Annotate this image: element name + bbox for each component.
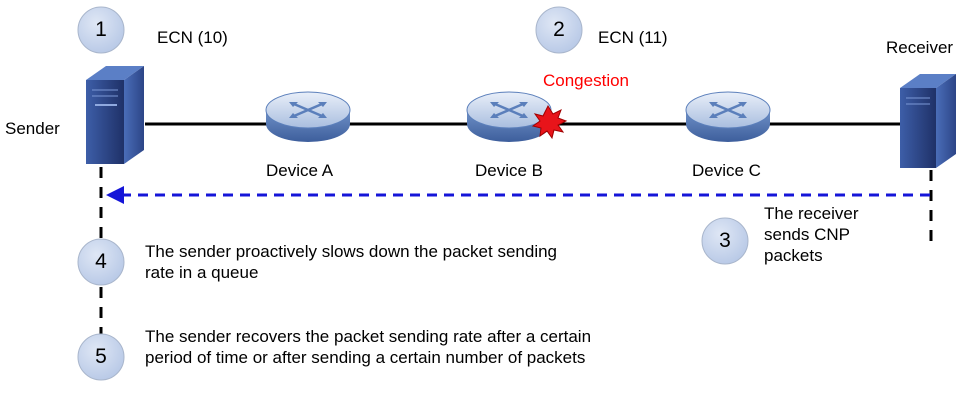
step-4-number: 4 bbox=[95, 250, 107, 273]
device-b-label: Device B bbox=[475, 161, 544, 180]
device-c-label: Device C bbox=[692, 161, 761, 180]
step-4-label: The sender proactively slows down the pa… bbox=[145, 242, 558, 282]
step-5-label: The sender recovers the packet sending r… bbox=[145, 327, 592, 367]
step-1-label: ECN (10) bbox=[157, 28, 228, 47]
step-2-number: 2 bbox=[553, 18, 565, 41]
receiver-server-icon bbox=[900, 74, 956, 168]
device-a-label: Device A bbox=[266, 161, 334, 180]
sender-server-icon bbox=[86, 66, 144, 164]
step-3-number: 3 bbox=[719, 229, 731, 252]
step-4-circle bbox=[77, 238, 125, 286]
step-1-circle bbox=[77, 6, 125, 54]
cnp-arrowhead bbox=[106, 186, 124, 204]
step-5-circle bbox=[77, 333, 125, 381]
step-2-circle bbox=[535, 6, 583, 54]
device-c-router-icon bbox=[685, 91, 771, 142]
step-1-number: 1 bbox=[95, 18, 107, 41]
step-3-label: The receiver sends CNP packets bbox=[764, 204, 859, 265]
step-2-label: ECN (11) bbox=[598, 28, 668, 47]
congestion-burst-icon bbox=[531, 104, 568, 140]
step-5-number: 5 bbox=[95, 345, 107, 368]
device-b-router-icon bbox=[466, 91, 552, 142]
congestion-label: Congestion bbox=[543, 71, 630, 90]
receiver-label: Receiver bbox=[886, 38, 954, 57]
device-a-router-icon bbox=[265, 91, 351, 142]
step-3-circle bbox=[701, 217, 749, 265]
sender-label: Sender bbox=[5, 119, 60, 138]
